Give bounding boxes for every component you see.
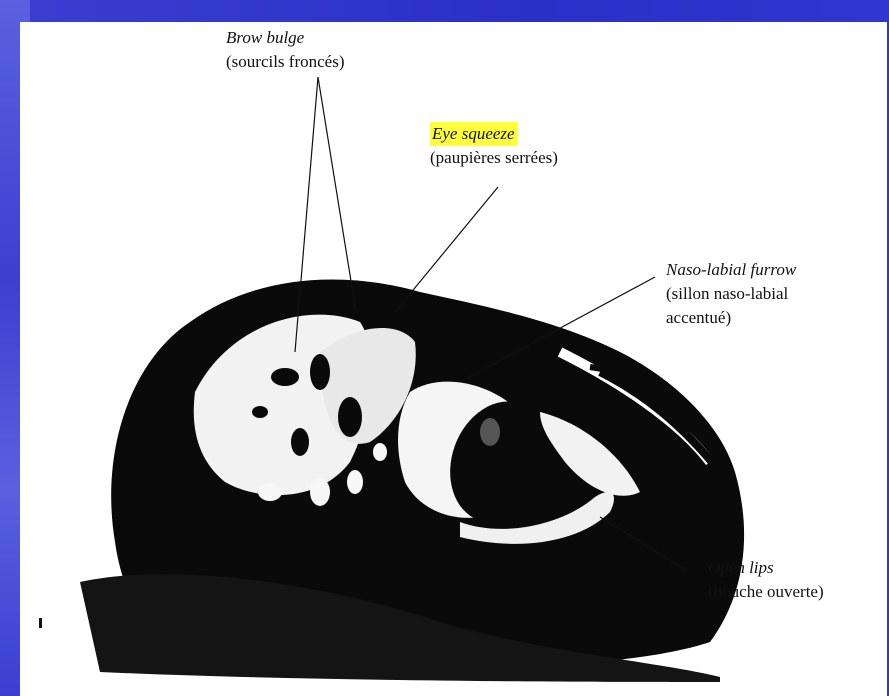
label-open-lips: Open lips (bouche ouverte)	[708, 556, 824, 604]
leader-brow-right	[318, 77, 356, 312]
label-lips-en: Open lips	[708, 556, 824, 580]
label-naso-fr2: accentué)	[666, 306, 796, 330]
mouth-highlight	[480, 418, 500, 446]
label-eye-en: Eye squeeze	[430, 122, 517, 146]
label-lips-fr: (bouche ouverte)	[708, 580, 824, 604]
slide-panel: Brow bulge (sourcils froncés) Eye squeez…	[20, 22, 887, 696]
label-brow-bulge: Brow bulge (sourcils froncés)	[226, 26, 345, 74]
label-brow-en: Brow bulge	[226, 26, 345, 50]
label-eye-fr: (paupières serrées)	[430, 146, 558, 170]
small-marker	[39, 618, 42, 628]
label-naso-en: Naso-labial furrow	[666, 258, 796, 282]
leader-eye	[395, 187, 498, 312]
label-brow-fr: (sourcils froncés)	[226, 50, 345, 74]
label-eye-squeeze: Eye squeeze (paupières serrées)	[430, 122, 558, 170]
label-naso-fr: (sillon naso-labial	[666, 282, 796, 306]
label-naso-labial: Naso-labial furrow (sillon naso-labial a…	[666, 258, 796, 330]
